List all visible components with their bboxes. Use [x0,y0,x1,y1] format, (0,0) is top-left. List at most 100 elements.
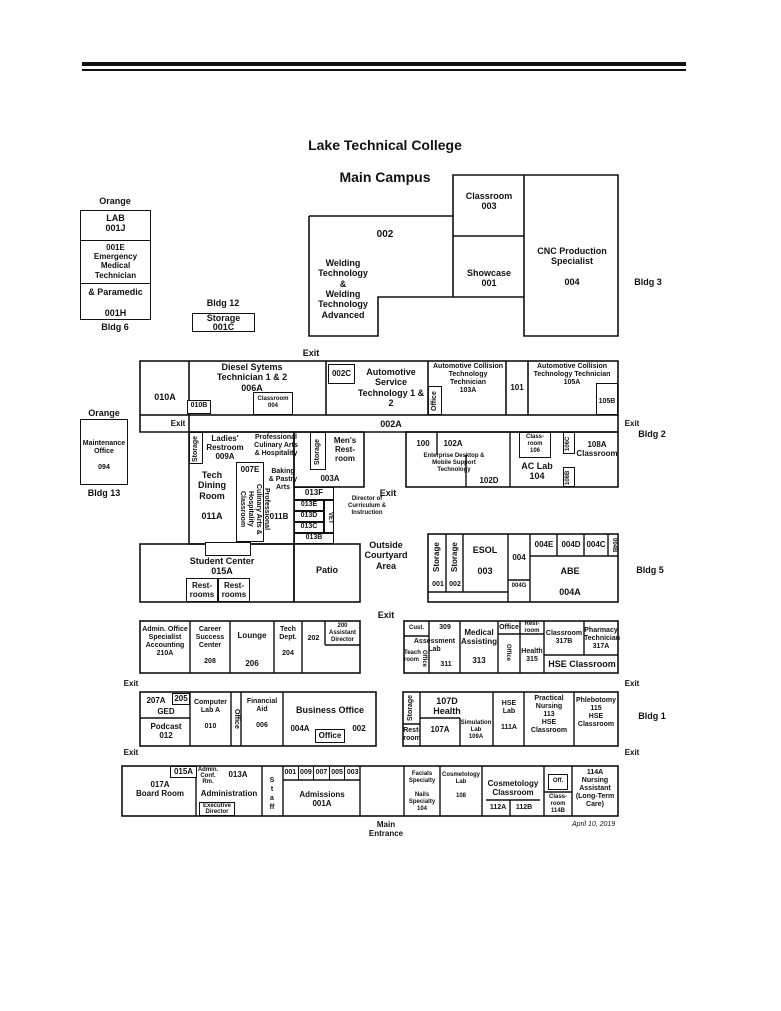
room-210a[interactable]: Admin. Office Specialist Accounting 210A [142,626,188,658]
board-room-017a[interactable]: 017A Board Room [136,780,184,799]
room-094[interactable]: Maintenance Office 094 [80,419,128,485]
room-002-b5[interactable]: 002 [449,581,461,588]
room-010a[interactable]: 010A [154,392,176,402]
room-103a[interactable]: Automotive Collision Technology Technici… [433,363,503,395]
room-002c[interactable]: 002C [328,364,355,384]
room-114a[interactable]: 114A Nursing Assistant (Long-Term Care) [575,769,615,809]
administration[interactable]: Administration [200,789,258,798]
room-004c[interactable]: 004C [586,540,606,549]
executive-director[interactable]: Executive Director [199,802,235,816]
room-015a[interactable]: 015A [170,766,197,778]
office-b1-v2[interactable]: Office [233,709,241,729]
student-center[interactable]: Student Center 015A [189,556,255,577]
nails-specialty[interactable]: Nails Specialty 104 [408,792,436,812]
room-009a[interactable]: Ladies' Restroom 009A [206,434,244,462]
room-317b[interactable]: Classroom 317B [545,630,583,646]
room-102a[interactable]: 102A [443,439,463,448]
admissions-room-003[interactable]: 003 [346,769,359,776]
admissions-room-001[interactable]: 001 [283,766,299,780]
room-010b[interactable]: 010B [187,400,211,414]
storage-b1-v[interactable]: Storage [407,694,414,722]
storage-b2-2[interactable]: Storage [310,432,326,470]
ac-lab[interactable]: AC Lab 104 [521,461,553,482]
hse-classroom[interactable]: HSE Classroom [548,659,616,669]
office-b2[interactable]: Office [428,386,442,415]
room-011a[interactable]: Tech Dining Room 011A [198,470,226,522]
office-b1-4[interactable]: Office [315,729,345,743]
teach-room[interactable]: Teach room [404,650,421,663]
vet-room[interactable]: VET [324,500,334,533]
room-107a[interactable]: 107A [430,725,450,734]
admissions-001a[interactable]: Admissions 001A [299,790,345,809]
main-entrance[interactable]: Main Entrance [368,820,404,839]
room-013c[interactable]: 013C [294,522,324,533]
room-112b[interactable]: 112B [515,804,533,811]
mens-restroom[interactable]: Men's Rest- room [333,436,357,464]
baking-pastry[interactable]: Baking & Pastry Arts [268,468,298,492]
room-107d[interactable]: 107D Health [433,696,461,717]
room-013a-b1[interactable]: 013A [228,770,248,779]
room-004-b5[interactable]: 004 [512,553,526,562]
podcast-012[interactable]: Podcast 012 [150,722,182,741]
room-004g[interactable]: 004G [511,583,527,589]
room-007e[interactable]: 007E Professional Culinary Arts & Hospit… [236,462,270,542]
ged[interactable]: GED [157,707,175,716]
room-200[interactable]: 200 Assistant Director [328,623,356,643]
room-013e[interactable]: 013E [294,500,324,511]
room-311[interactable]: 311 [440,661,452,668]
room-004d[interactable]: 004D [561,540,581,549]
room-003-b3[interactable]: Classroom 003 [465,191,513,212]
room-108b[interactable]: 108B [563,467,575,487]
office-small-114[interactable]: Off. [548,774,568,790]
room-004a-b1[interactable]: 004A [290,724,310,733]
room-206[interactable]: Lounge 206 [237,631,267,668]
room-207a[interactable]: 207A [146,696,166,705]
room-001c[interactable]: Storage 001C [192,313,255,332]
room-102d[interactable]: 102D [479,476,499,485]
room-001-b5[interactable]: 001 [432,581,444,588]
room-108a[interactable]: 108A Classroom [576,440,618,459]
room-011b[interactable]: 011B [269,512,289,521]
room-205[interactable]: 205 [172,693,190,705]
room-001j[interactable]: LAB 001J [80,210,151,241]
room-002a[interactable]: Automotive Service Technology 1 & 2 002A [357,367,425,429]
office-b1-v[interactable]: Office [420,650,427,668]
room-001-showcase[interactable]: Showcase 001 [466,268,512,289]
room-004b[interactable]: 004B [610,537,617,553]
abe-004a[interactable]: ABE 004A [559,566,581,597]
room-208[interactable]: Career Success Center 208 [195,626,225,666]
room-101[interactable]: 101 [510,383,524,392]
admissions-room-009[interactable]: 009 [299,766,315,780]
room-111a[interactable]: HSE Lab 111A [501,700,517,732]
room-013d[interactable]: 013D [294,511,324,522]
room-001h[interactable]: & Paramedic 001H [80,283,151,320]
room-204[interactable]: Tech Dept. 204 [279,626,297,658]
room-003a-b2[interactable]: 003A [320,474,340,483]
room-010-b1[interactable]: Computer Lab A 010 [193,699,228,731]
phlebotomy-115[interactable]: Phlebotomy 115 HSE Classroom [575,697,617,729]
cust-room[interactable]: Cust. [409,625,424,631]
admissions-room-005[interactable]: 005 [330,766,346,780]
room-106[interactable]: Class- room 106 [519,432,551,458]
room-004-b2[interactable]: Classroom 004 [253,392,293,415]
room-112a[interactable]: 112A [489,804,507,811]
room-004e[interactable]: 004E [534,540,554,549]
office-b1-3[interactable]: Office [504,644,511,662]
office-b1-2[interactable]: Office [499,624,519,631]
esol-003[interactable]: ESOL 003 [472,545,498,576]
restroom-b1-2[interactable]: Rest- room [403,727,421,743]
storage-b2[interactable]: Storage [189,432,203,464]
culinary-arts[interactable]: Professional Culinary Arts & Hospitality [254,434,298,458]
room-105a[interactable]: Automotive Collision Technology Technici… [533,363,611,387]
room-013b[interactable]: 013B [294,533,334,544]
admin-conf-room[interactable]: Admin. Conf. Rm. [197,767,219,785]
room-105b[interactable]: 105B [596,383,618,415]
facials-specialty[interactable]: Facials Specialty [408,771,436,784]
room-113[interactable]: Practical Nursing 113 HSE Classroom [530,695,568,735]
simulation-lab[interactable]: Simulation Lab 109A [460,720,492,740]
room-004-cnc[interactable]: CNC Production Specialist 004 [537,246,607,288]
enterprise-desktop[interactable]: Enterprise Desktop & Mobile Support Tech… [423,453,485,473]
room-313[interactable]: Medical Assisting 313 [460,628,497,665]
restrooms-1[interactable]: Rest- rooms [186,578,218,602]
room-100[interactable]: 100 [416,439,430,448]
